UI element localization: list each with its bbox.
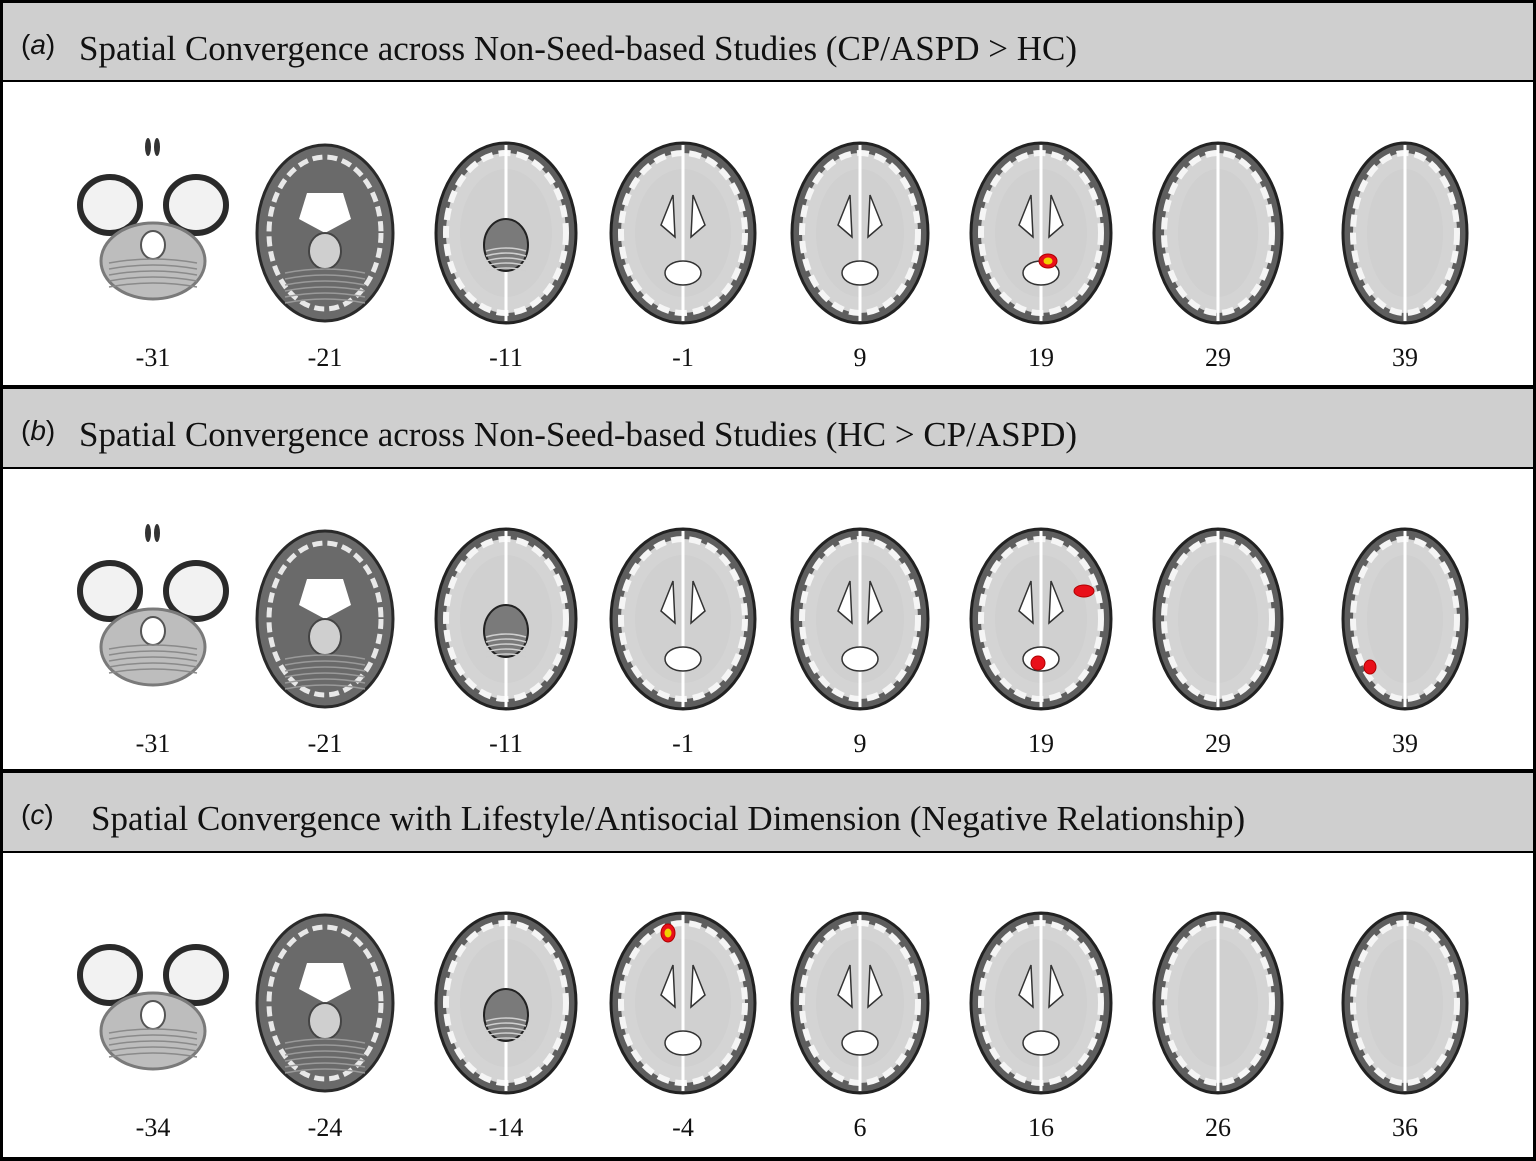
panel-a-slices: -31 -21 -11 -1 9 19 29 39 xyxy=(3,93,1533,373)
brain-slice-image xyxy=(1341,141,1469,325)
brain-slice: -21 xyxy=(240,479,410,759)
brain-slice-image xyxy=(77,138,229,301)
slice-coordinate-label: 19 xyxy=(1028,729,1054,758)
slice-coordinate-label: 39 xyxy=(1392,343,1418,372)
brain-slice-image xyxy=(969,911,1113,1095)
slice-coordinate-label: 16 xyxy=(1028,1113,1054,1142)
brain-slice: 9 xyxy=(775,93,945,373)
brain-slice-image xyxy=(77,944,229,1071)
brain-slice: 19 xyxy=(956,479,1126,759)
brain-slice: 6 xyxy=(775,863,945,1143)
brain-slice-image xyxy=(1341,911,1469,1095)
panel-b-title: Spatial Convergence across Non-Seed-base… xyxy=(79,415,1077,454)
brain-slice: -21 xyxy=(240,93,410,373)
slice-coordinate-label: 36 xyxy=(1392,1113,1418,1142)
panel-c-title: Spatial Convergence with Lifestyle/Antis… xyxy=(91,799,1246,838)
slice-coordinate-label: 29 xyxy=(1205,343,1231,372)
brain-slice-image xyxy=(1341,527,1469,711)
brain-slice-image xyxy=(609,141,757,325)
panel-b-letter: (b) xyxy=(21,415,56,446)
brain-slice-image xyxy=(969,527,1113,711)
slice-coordinate-label: 39 xyxy=(1392,729,1418,758)
slice-coordinate-label: -21 xyxy=(307,729,343,758)
slice-coordinate-label: -24 xyxy=(307,1113,343,1142)
panel-b-slices: -31 -21 -11 -1 9 19 29 39 xyxy=(3,479,1533,759)
brain-slice: 26 xyxy=(1133,863,1303,1143)
brain-slice: 29 xyxy=(1133,479,1303,759)
slice-coordinate-label: -11 xyxy=(489,343,523,372)
panel-c-header: (c) Spatial Convergence with Lifestyle/A… xyxy=(3,773,1533,853)
panel-b: (b) Spatial Convergence across Non-Seed-… xyxy=(0,386,1536,772)
brain-slice-image xyxy=(609,911,757,1095)
brain-slice: -1 xyxy=(598,479,768,759)
slice-coordinate-label: -1 xyxy=(672,729,694,758)
slice-coordinate-label: 26 xyxy=(1205,1113,1231,1142)
panel-a: (a) Spatial Convergence across Non-Seed-… xyxy=(0,0,1536,388)
panel-c-slices: -34 -24 -14 -4 6 16 26 36 xyxy=(3,863,1533,1143)
brain-slice: -31 xyxy=(68,93,238,373)
brain-slice: 16 xyxy=(956,863,1126,1143)
slice-coordinate-label: 19 xyxy=(1028,343,1054,372)
brain-slice: -11 xyxy=(421,93,591,373)
panel-c: (c) Spatial Convergence with Lifestyle/A… xyxy=(0,770,1536,1161)
slice-coordinate-label: 6 xyxy=(853,1113,867,1142)
slice-coordinate-label: -31 xyxy=(135,343,171,372)
slice-coordinate-label: -14 xyxy=(488,1113,524,1142)
brain-slice-image xyxy=(1152,527,1284,711)
brain-slice: 29 xyxy=(1133,93,1303,373)
brain-slice: -1 xyxy=(598,93,768,373)
brain-slice: 39 xyxy=(1320,93,1490,373)
brain-slice: -24 xyxy=(240,863,410,1143)
brain-slice: 39 xyxy=(1320,479,1490,759)
brain-slice: 9 xyxy=(775,479,945,759)
panel-a-header: (a) Spatial Convergence across Non-Seed-… xyxy=(3,3,1533,82)
brain-slice-image xyxy=(255,913,395,1093)
brain-slice-image xyxy=(790,911,930,1095)
slice-coordinate-label: -34 xyxy=(135,1113,171,1142)
brain-slice: 36 xyxy=(1320,863,1490,1143)
slice-coordinate-label: -1 xyxy=(672,343,694,372)
panel-a-letter: (a) xyxy=(21,29,56,60)
brain-slice-image xyxy=(790,527,930,711)
brain-slice-image xyxy=(255,529,395,709)
slice-coordinate-label: -31 xyxy=(135,729,171,758)
brain-slice: -11 xyxy=(421,479,591,759)
slice-coordinate-label: 9 xyxy=(853,343,867,372)
brain-slice: -4 xyxy=(598,863,768,1143)
slice-coordinate-label: -4 xyxy=(672,1113,694,1142)
brain-slice-image xyxy=(77,524,229,687)
brain-slice-image xyxy=(255,143,395,323)
brain-slice: 19 xyxy=(956,93,1126,373)
brain-slice: -31 xyxy=(68,479,238,759)
brain-slice-image xyxy=(1152,141,1284,325)
slice-coordinate-label: 9 xyxy=(853,729,867,758)
brain-slice: -14 xyxy=(421,863,591,1143)
slice-coordinate-label: -11 xyxy=(489,729,523,758)
brain-slice-image xyxy=(434,911,578,1095)
panel-a-title: Spatial Convergence across Non-Seed-base… xyxy=(79,29,1077,68)
brain-slice-image xyxy=(1152,911,1284,1095)
panel-c-letter: (c) xyxy=(21,799,54,830)
brain-slice: -34 xyxy=(68,863,238,1143)
brain-slice-image xyxy=(790,141,930,325)
brain-slice-image xyxy=(434,527,578,711)
slice-coordinate-label: -21 xyxy=(307,343,343,372)
brain-slice-image xyxy=(434,141,578,325)
brain-slice-image xyxy=(609,527,757,711)
panel-b-header: (b) Spatial Convergence across Non-Seed-… xyxy=(3,389,1533,469)
slice-coordinate-label: 29 xyxy=(1205,729,1231,758)
brain-slice-image xyxy=(969,141,1113,325)
